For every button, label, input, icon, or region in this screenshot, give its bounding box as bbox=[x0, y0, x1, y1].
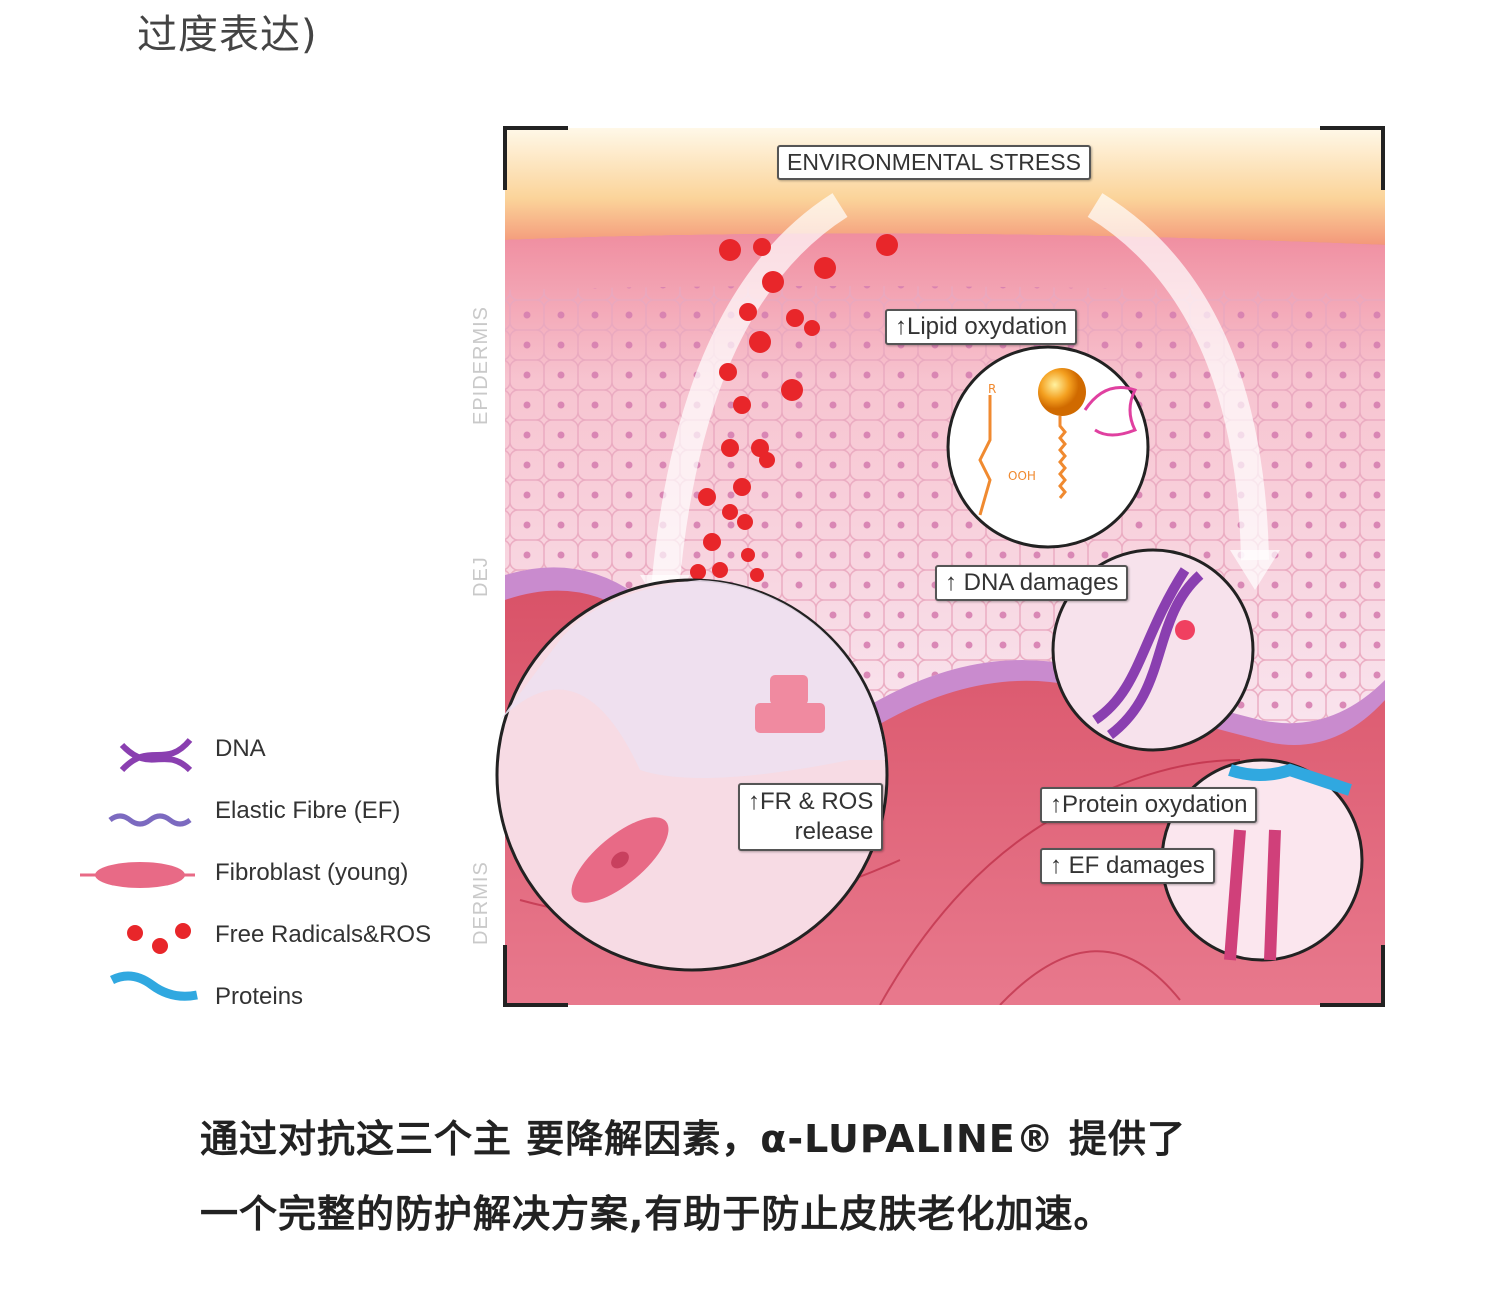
free-radicals-icon bbox=[127, 923, 191, 954]
free-radical-dot bbox=[753, 238, 771, 256]
free-radical-dot bbox=[739, 303, 757, 321]
free-radical-dot bbox=[721, 439, 739, 457]
free-radical-dot bbox=[703, 533, 721, 551]
free-radical-dot bbox=[741, 548, 755, 562]
up-arrow-icon: ↑ bbox=[895, 313, 907, 340]
free-radical-dot bbox=[750, 568, 764, 582]
legend-proteins: Proteins bbox=[215, 983, 304, 1010]
free-radical-dot bbox=[712, 562, 728, 578]
stress-arrow-right bbox=[1087, 193, 1269, 561]
ooh-label: OOH bbox=[1008, 469, 1036, 483]
legend-fibroblast: Fibroblast (young) bbox=[215, 859, 409, 886]
environmental-stress-label: ENVIRONMENTAL STRESS bbox=[777, 145, 1091, 180]
up-arrow-icon: ↑ bbox=[945, 569, 957, 596]
r-group-label: R bbox=[988, 382, 996, 396]
protein-oxydation-label: ↑Protein oxydation bbox=[1040, 787, 1258, 823]
elastic-fibre-icon bbox=[108, 813, 192, 827]
fibroblast-cell bbox=[571, 817, 669, 903]
up-arrow-icon: ↑ bbox=[748, 788, 760, 815]
stress-arrow-left bbox=[651, 193, 848, 592]
fr-release-zoom-circle bbox=[495, 578, 889, 972]
up-arrow-icon: ↑ bbox=[1050, 852, 1062, 879]
free-radical-dot bbox=[876, 234, 898, 256]
legend-elastic-fibre: Elastic Fibre (EF) bbox=[215, 797, 401, 824]
frame-corners bbox=[503, 126, 1385, 1007]
free-radical-dot bbox=[733, 396, 751, 414]
fibroblast-icon bbox=[80, 862, 195, 888]
free-radical-dot bbox=[737, 514, 753, 530]
dermis-label: DERMIS bbox=[470, 861, 492, 945]
free-radical-dot bbox=[733, 478, 751, 496]
free-radical-dot bbox=[719, 239, 741, 261]
dej-label: DEJ bbox=[470, 556, 492, 597]
free-radical-dot bbox=[814, 257, 836, 279]
lipid-oxydation-label: ↑Lipid oxydation bbox=[885, 309, 1078, 345]
free-radical-dot bbox=[781, 379, 803, 401]
caption-line-1: 通过对抗这三个主 要降解因素，α-LUPALINE® 提供了 bbox=[200, 1117, 1186, 1161]
free-radical-dot bbox=[804, 320, 820, 336]
free-radical-dot bbox=[722, 504, 738, 520]
header-fragment: 过度表达) bbox=[137, 12, 318, 58]
free-radical-dot bbox=[759, 452, 775, 468]
proteins-icon bbox=[109, 971, 198, 1001]
epidermis-label: EPIDERMIS bbox=[470, 305, 492, 425]
free-radical-dot bbox=[762, 271, 784, 293]
dna-damages-label: ↑ DNA damages bbox=[935, 565, 1129, 601]
free-radical-dot bbox=[690, 564, 706, 580]
dna-icon bbox=[119, 737, 193, 773]
lipid-zoom-circle bbox=[946, 345, 1150, 549]
free-radical-dot bbox=[786, 309, 804, 327]
ef-damages-label: ↑ EF damages bbox=[1040, 848, 1215, 884]
free-radical-dot bbox=[749, 331, 771, 353]
free-radical-dot bbox=[719, 363, 737, 381]
legend-free-radicals: Free Radicals&ROS bbox=[215, 921, 432, 948]
free-radical-dot bbox=[698, 488, 716, 506]
up-arrow-icon: ↑ bbox=[1050, 791, 1062, 818]
legend-dna: DNA bbox=[215, 735, 266, 762]
caption-line-2: 一个完整的防护解决方案,有助于防止皮肤老化加速。 bbox=[200, 1192, 1113, 1236]
